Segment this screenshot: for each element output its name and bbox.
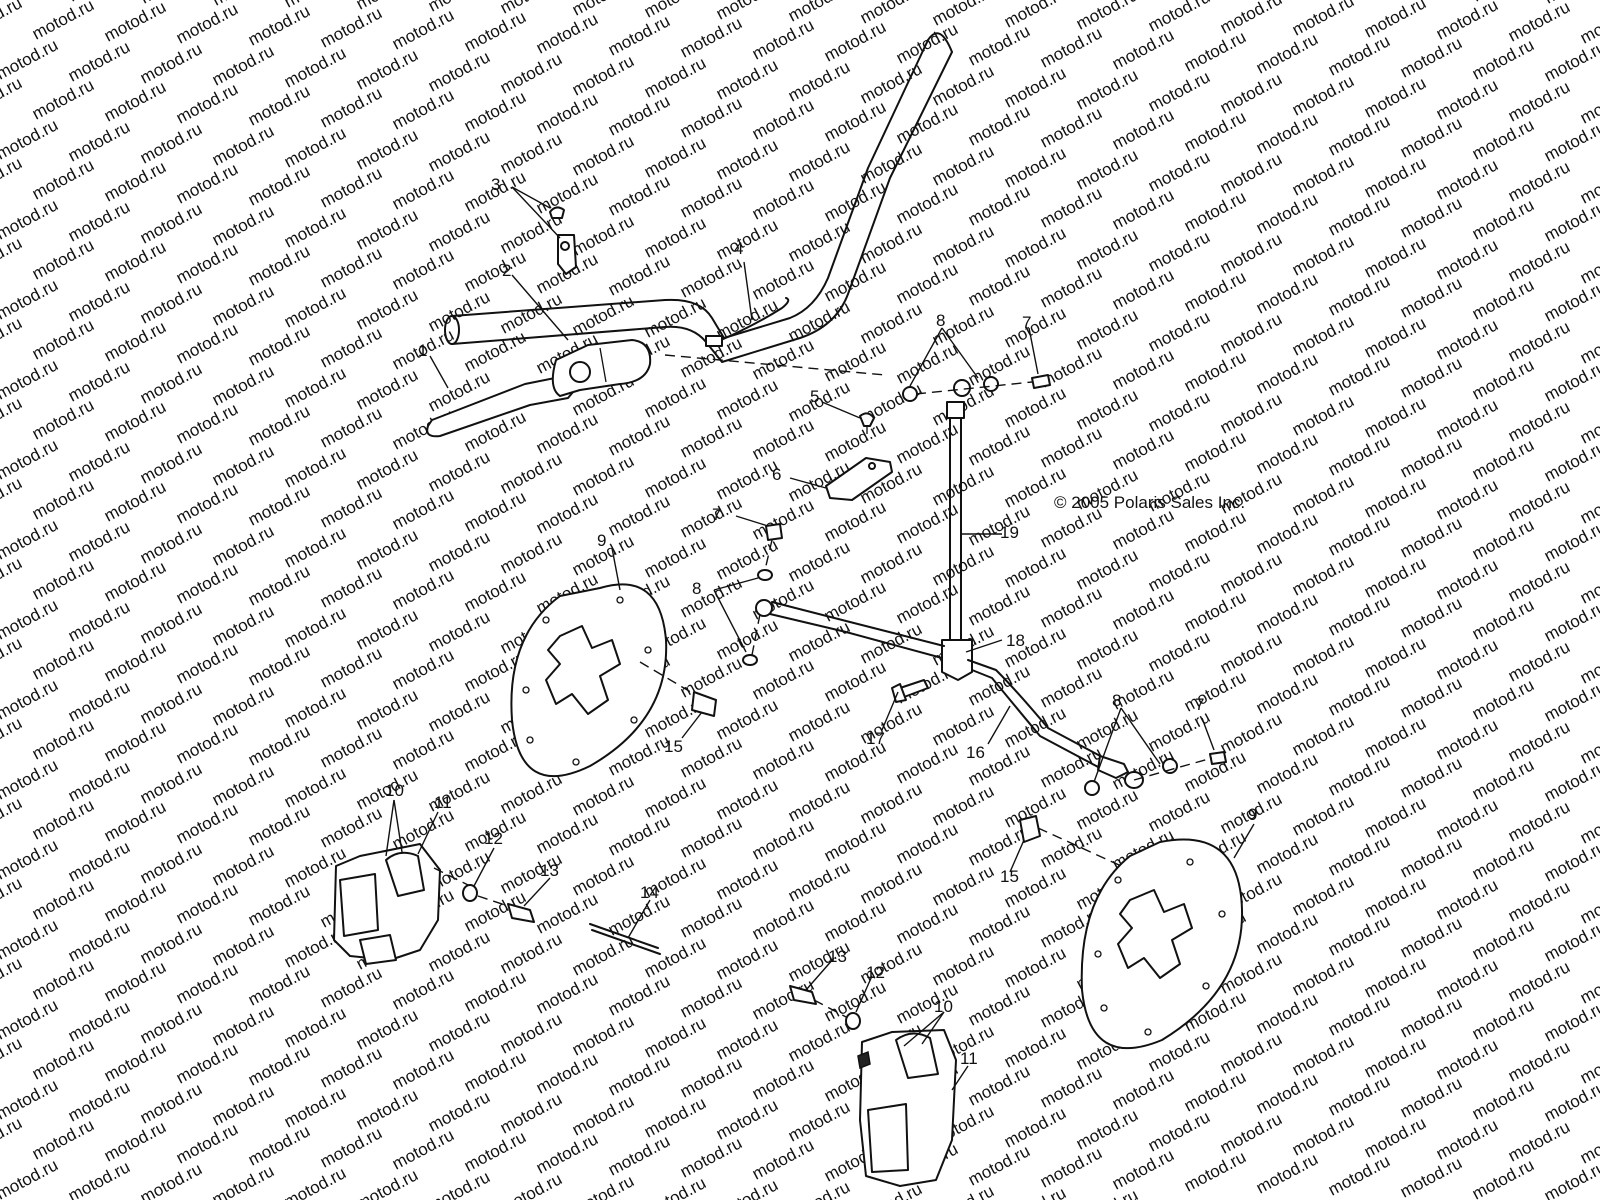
screw-5	[859, 412, 875, 434]
brake-switch	[705, 297, 790, 347]
callout-13b: 13	[828, 947, 847, 966]
callout-10b: 10	[934, 997, 953, 1016]
callout-7c: 7	[1195, 695, 1204, 714]
callout-12b: 12	[866, 963, 885, 982]
callout-15b: 15	[1000, 867, 1019, 886]
callout-19: 19	[1000, 523, 1019, 542]
callout-7b: 7	[712, 505, 721, 524]
brake-junction-18	[941, 639, 973, 681]
brake-caliper-right	[857, 1029, 957, 1187]
callout-3: 3	[491, 175, 500, 194]
callout-5: 5	[810, 387, 819, 406]
brake-hose-left	[755, 599, 945, 659]
brake-disc-right	[1080, 838, 1244, 1050]
bleeder-13-right	[789, 985, 849, 1019]
brake-caliper-left	[333, 843, 471, 965]
callout-11b: 11	[960, 1049, 978, 1068]
callout-15a: 15	[664, 737, 683, 756]
callout-18: 18	[1006, 631, 1025, 650]
top-banjo-fitting	[902, 374, 1051, 402]
brake-disc-left	[510, 583, 668, 777]
callout-12a: 12	[484, 829, 503, 848]
washer-12-left	[462, 884, 478, 902]
left-banjo-fitting	[742, 523, 783, 666]
callout-8b: 8	[692, 579, 701, 598]
callout-6: 6	[772, 465, 781, 484]
bleeder-13-left	[477, 895, 535, 923]
callout-9b: 9	[1248, 805, 1257, 824]
callout-10a: 10	[385, 781, 404, 800]
shim-14	[589, 923, 661, 955]
leader-lines	[385, 186, 1255, 1091]
washer-12-right	[845, 1012, 861, 1030]
disc-bolt-left	[639, 661, 717, 717]
master-cylinder	[551, 339, 652, 397]
handlebar	[444, 32, 953, 363]
master-cylinder-clamp	[549, 206, 577, 275]
callout-8a: 8	[936, 311, 945, 330]
callout-11a: 11	[434, 793, 452, 812]
callout-1: 1	[418, 341, 427, 360]
callouts: 1 2 3 4 5 6 7 8 7 8 9 19 18 17 16 8 7 15…	[385, 175, 1257, 1068]
callout-16: 16	[966, 743, 985, 762]
callout-4: 4	[734, 239, 743, 258]
callout-8c: 8	[1112, 691, 1121, 710]
callout-13a: 13	[540, 861, 559, 880]
brake-hose-16	[967, 659, 1227, 796]
callout-17: 17	[866, 729, 885, 748]
callout-2: 2	[502, 261, 511, 280]
callout-7a: 7	[1022, 313, 1031, 332]
assembly-line	[664, 354, 886, 376]
callout-14: 14	[640, 883, 659, 902]
bracket-6	[825, 457, 893, 501]
brake-hose-19	[946, 401, 965, 641]
copyright-notice: © 2005 Polaris Sales Inc.	[1054, 493, 1245, 512]
disc-bolt-right	[1019, 815, 1131, 871]
callout-9a: 9	[597, 531, 606, 550]
